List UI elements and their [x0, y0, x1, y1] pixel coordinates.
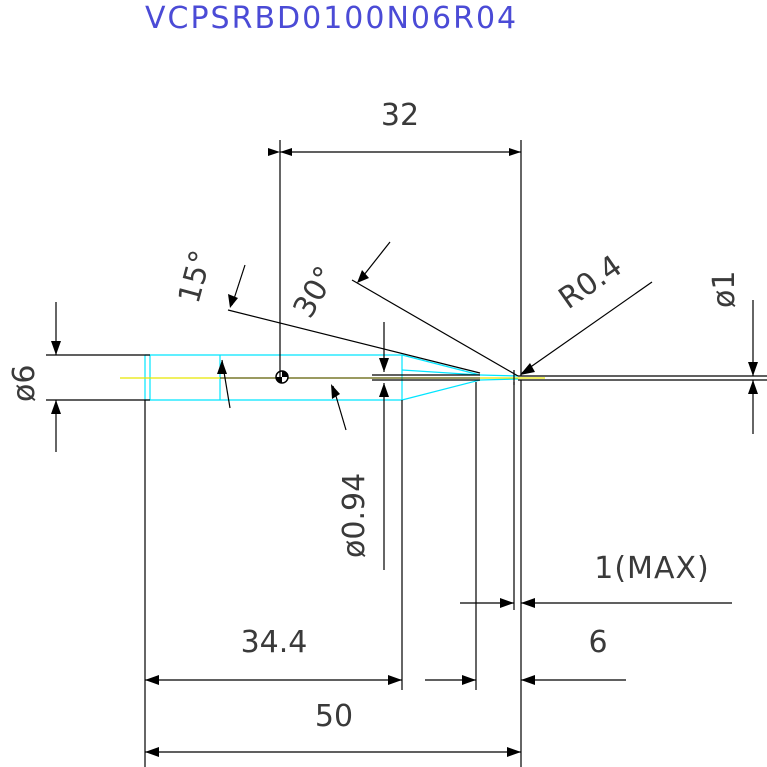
dim-6: 6: [425, 625, 626, 685]
dim-angle-15: 15°: [172, 247, 481, 409]
dim-50: 50: [145, 699, 521, 757]
dim-1-max-label: 1(MAX): [594, 551, 709, 586]
center-mark: [275, 370, 289, 384]
dim-dia-6: ø6: [7, 302, 61, 452]
dim-dia-094: ø0.94: [337, 322, 389, 570]
dim-dia-1-label: ø1: [707, 271, 742, 308]
dim-angle-15-label: 15°: [172, 247, 220, 307]
dim-34-4: 34.4: [145, 625, 402, 685]
dim-angle-30-label: 30°: [287, 260, 344, 324]
extension-lines: [144, 380, 522, 767]
dim-dia-1: ø1: [707, 271, 758, 434]
dim-34-4-label: 34.4: [241, 625, 308, 660]
dim-32-label: 32: [381, 98, 419, 133]
dim-50-label: 50: [315, 699, 353, 734]
drawing-title: VCPSRBD0100N06R04: [145, 1, 518, 36]
dim-6-label: 6: [588, 625, 607, 660]
dim-dia-6-label: ø6: [7, 365, 42, 402]
dim-radius: R0.4: [520, 249, 653, 375]
dim-32: 32: [268, 98, 522, 377]
dim-dia-094-label: ø0.94: [337, 473, 372, 558]
dim-1-max: 1(MAX): [460, 551, 732, 608]
